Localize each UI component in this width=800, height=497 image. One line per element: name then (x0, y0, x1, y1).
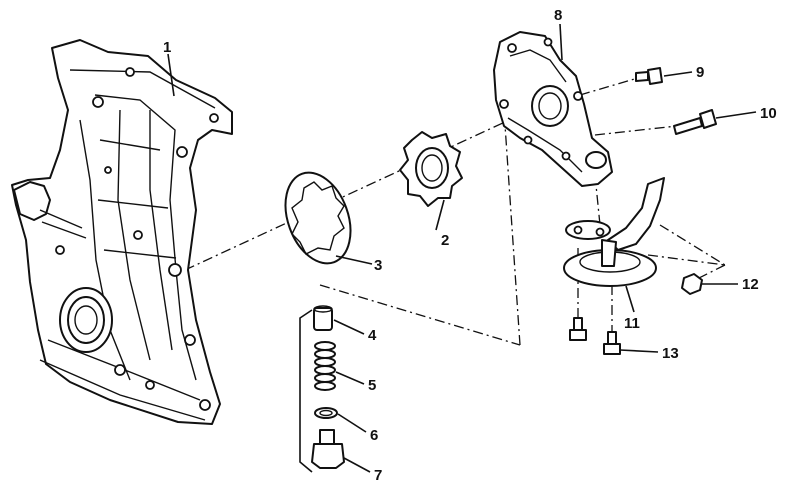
relief-plug (311, 429, 345, 469)
callout-2: 2 (441, 232, 449, 249)
callout-9: 9 (696, 64, 704, 81)
relief-plunger (313, 305, 333, 331)
bolt-short (635, 67, 663, 85)
callout-7: 7 (374, 467, 382, 484)
strainer-bolts (569, 317, 621, 355)
callout-11: 11 (624, 315, 640, 332)
relief-valve-bracket (299, 309, 313, 473)
inner-rotor (399, 131, 463, 207)
callout-13: 13 (662, 345, 679, 362)
relief-washer (314, 407, 338, 419)
callout-5: 5 (368, 377, 376, 394)
leader-lines (167, 23, 757, 473)
outer-rotor (284, 171, 352, 265)
callout-6: 6 (370, 427, 378, 444)
callout-10: 10 (760, 105, 777, 122)
callout-12: 12 (742, 276, 759, 293)
nut (681, 273, 703, 295)
callout-8: 8 (554, 7, 562, 24)
bolt-long (673, 109, 717, 135)
assembly-lines (184, 74, 726, 346)
relief-spring (314, 341, 336, 391)
callout-3: 3 (374, 257, 382, 274)
oil-strainer (563, 177, 665, 287)
timing-cover (11, 39, 233, 425)
callout-labels: 1 2 3 4 5 6 7 8 9 10 11 12 13 (163, 7, 777, 484)
callout-4: 4 (368, 327, 377, 344)
callout-1: 1 (163, 39, 171, 56)
pump-cover (493, 31, 613, 187)
